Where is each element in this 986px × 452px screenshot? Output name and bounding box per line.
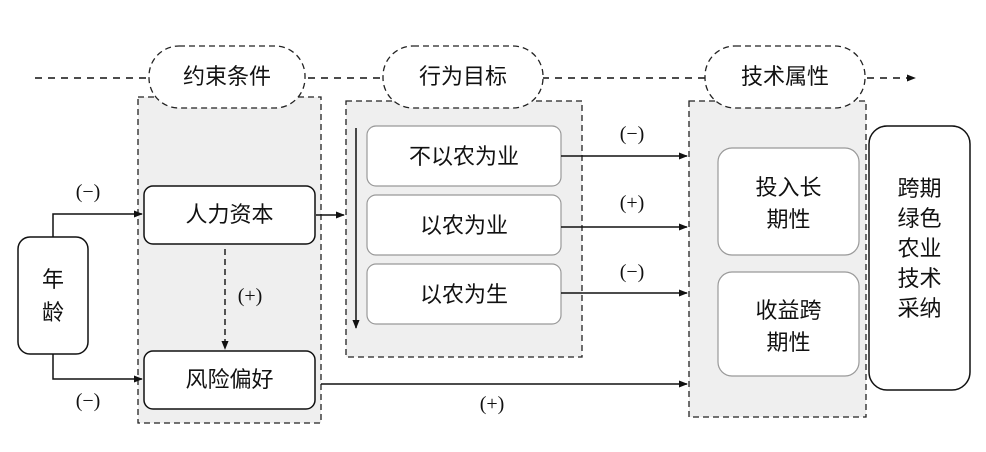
node-non-farm: 不以农为业 [366,125,562,187]
header-attribute-label: 技术属性 [741,65,829,90]
node-farm-career: 以农为业 [366,194,562,256]
node-adoption-line5: 采纳 [897,297,941,322]
node-human-capital: 人力资本 [143,185,316,245]
node-human-capital-label: 人力资本 [185,203,273,228]
node-farm-career-label: 以农为业 [420,214,508,239]
sign-risk-to-attr: (+) [480,393,505,415]
sign-human-capital-to-risk: (+) [238,285,263,307]
arrow-age-to-human-capital [52,210,143,237]
node-adoption-line2: 绿色 [897,207,941,232]
sign-farm-living: (−) [620,261,645,283]
sign-age-to-risk-preference: (−) [76,390,101,412]
sign-age-to-human-capital: (−) [76,181,101,203]
node-age-line2: 龄 [42,301,64,326]
sign-farm-career: (+) [620,192,645,214]
header-goal: 行为目标 [382,45,544,109]
node-long-investment-line1: 投入长 [755,176,821,201]
node-long-investment: 投入长 期性 [717,147,860,256]
node-adoption-line4: 技术 [897,267,941,292]
header-goal-label: 行为目标 [419,65,507,90]
node-long-investment-line2: 期性 [766,208,810,233]
node-age-line1: 年 [42,268,64,293]
node-risk-preference: 风险偏好 [143,350,316,410]
node-age: 年 龄 [17,236,89,355]
node-cross-period-benefit-line2: 期性 [766,331,810,356]
node-adoption: 跨期 绿色 农业 技术 采纳 [868,125,971,391]
arrow-age-to-risk-preference [52,354,143,383]
header-constraint: 约束条件 [148,45,306,109]
header-attribute: 技术属性 [704,45,866,109]
node-adoption-line3: 农业 [897,237,941,262]
node-non-farm-label: 不以农为业 [409,145,519,170]
node-farm-living: 以农为生 [366,263,562,325]
node-adoption-line1: 跨期 [897,177,941,202]
sign-non-farm: (−) [620,123,645,145]
node-risk-preference-label: 风险偏好 [185,368,273,393]
node-cross-period-benefit: 收益跨 期性 [717,271,860,377]
node-farm-living-label: 以农为生 [420,283,508,308]
node-cross-period-benefit-line1: 收益跨 [755,299,821,324]
header-constraint-label: 约束条件 [183,65,271,90]
